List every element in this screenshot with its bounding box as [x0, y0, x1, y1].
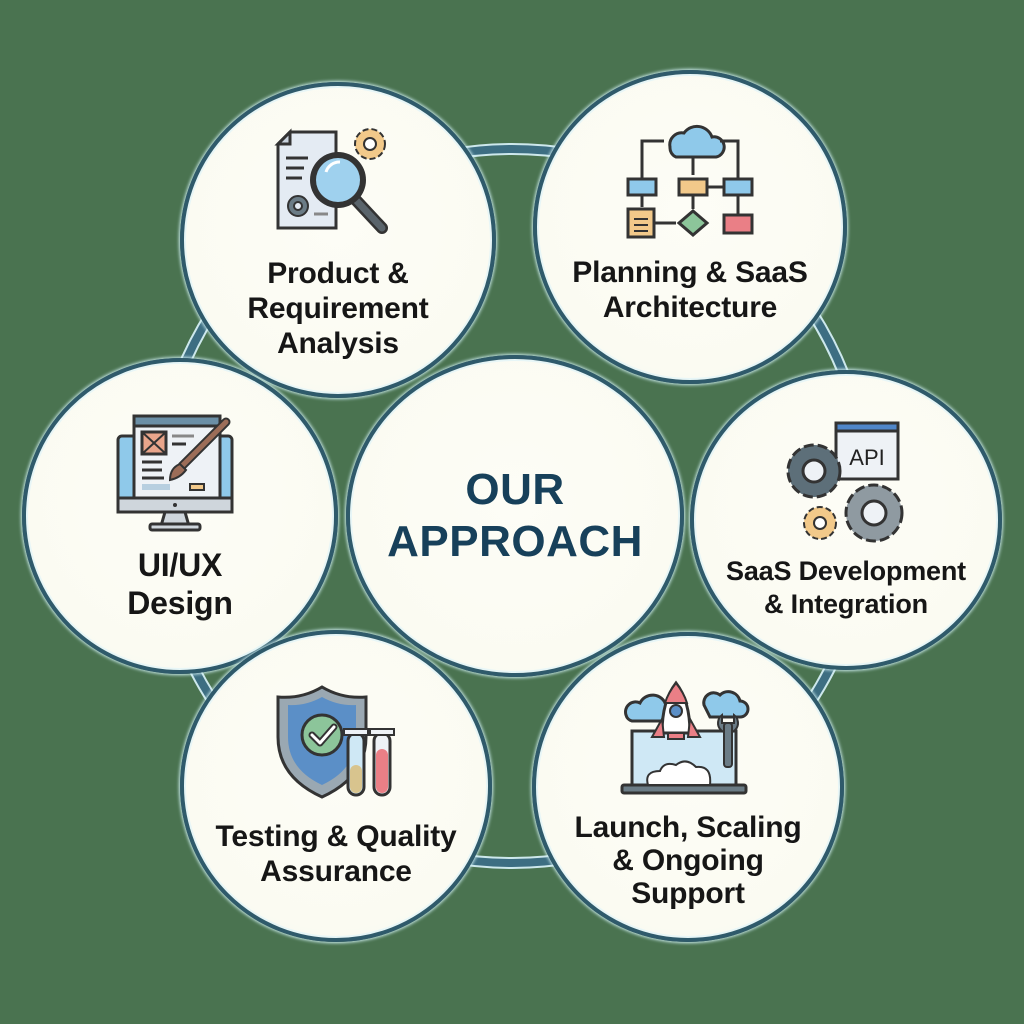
api-label: API: [849, 445, 884, 470]
step-saas-development-integration: API SaaS Development & Integration: [690, 370, 1002, 670]
step-planning-saas-architecture: Planning & SaaS Architecture: [533, 70, 847, 384]
step-ui-ux-design: UI/UX Design: [22, 358, 338, 674]
center-hub: OUR APPROACH: [346, 355, 684, 677]
label-line: Design: [127, 585, 233, 621]
monitor-paintbrush-icon: [116, 414, 234, 532]
step-label: Planning & SaaS Architecture: [572, 255, 808, 325]
label-line: Planning & SaaS: [572, 256, 808, 289]
cloud-flowchart-icon: [626, 124, 754, 239]
label-line: Testing & Quality: [215, 820, 457, 853]
label-line: Requirement: [247, 291, 429, 325]
step-testing-quality-assurance: Testing & Quality Assurance: [180, 630, 492, 942]
center-title-line2: APPROACH: [387, 517, 643, 566]
step-label: Testing & Quality Assurance: [215, 819, 456, 889]
label-line: Support: [631, 876, 745, 910]
label-line: Architecture: [602, 291, 778, 324]
label-line: & Integration: [764, 589, 928, 619]
step-launch-scaling-support: Launch, Scaling & Ongoing Support: [532, 632, 844, 942]
label-line: Launch, Scaling: [574, 810, 802, 844]
step-label: Product & Requirement Analysis: [247, 256, 428, 361]
shield-check-test-tubes-icon: [276, 685, 395, 799]
step-label: Launch, Scaling & Ongoing Support: [574, 811, 801, 910]
document-magnifier-gear-icon: [274, 127, 388, 234]
rocket-laptop-wrench-icon: [620, 680, 750, 794]
label-line: Assurance: [260, 855, 412, 888]
label-line: & Ongoing: [612, 843, 764, 877]
label-line: UI/UX: [137, 547, 223, 583]
center-title-line1: OUR: [465, 465, 565, 514]
step-label: SaaS Development & Integration: [726, 555, 966, 621]
step-product-requirement-analysis: Product & Requirement Analysis: [180, 82, 496, 398]
api-gears-icon: API: [786, 421, 904, 543]
label-line: Analysis: [277, 326, 399, 360]
label-line: Product &: [267, 256, 409, 290]
step-label: UI/UX Design: [127, 546, 233, 622]
label-line: SaaS Development: [726, 556, 966, 586]
